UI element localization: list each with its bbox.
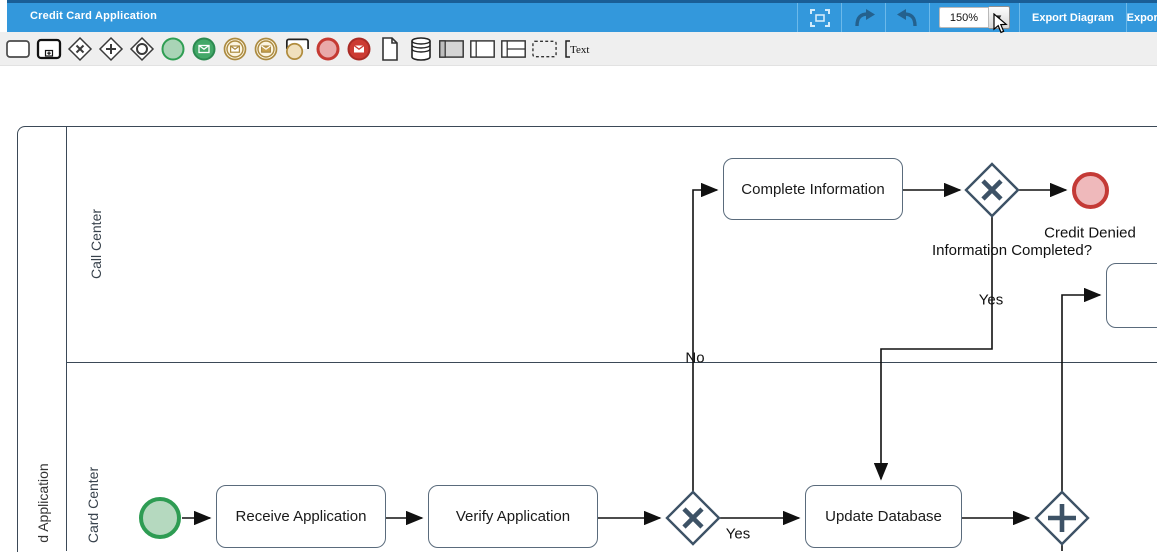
pool-border[interactable] <box>17 126 1157 552</box>
task-icon <box>5 39 30 58</box>
task-label: Receive Application <box>235 508 367 525</box>
redo-icon <box>854 8 875 26</box>
data-store-icon <box>410 36 431 61</box>
parallel-gateway[interactable] <box>1034 490 1090 546</box>
separator <box>1125 3 1127 32</box>
palette-data-store[interactable] <box>407 35 434 63</box>
export-file-button[interactable]: Export F <box>1127 3 1157 32</box>
subprocess-icon <box>36 38 61 59</box>
lane-divider <box>66 362 1157 363</box>
palette-message-catch-event[interactable] <box>221 35 248 63</box>
task-verify-application[interactable]: Verify Application <box>428 485 598 548</box>
pool-icon <box>470 39 495 58</box>
palette-inclusive-gateway[interactable] <box>128 35 155 63</box>
start-event-icon <box>161 37 184 60</box>
group-icon <box>532 40 557 57</box>
palette-text-annotation[interactable]: Text <box>562 35 596 63</box>
text-annotation-label: Text <box>570 44 589 56</box>
palette-pool-lanes[interactable] <box>500 35 527 63</box>
palette-pool-filled[interactable] <box>438 35 465 63</box>
separator <box>797 3 798 32</box>
message-start-event-icon <box>192 37 215 60</box>
pool-lanes-icon <box>501 39 526 58</box>
text-annotation-icon: Text <box>565 39 589 58</box>
pool-name-band-divider <box>66 126 67 551</box>
start-event[interactable] <box>139 497 181 539</box>
flow-label-no: No <box>685 349 705 367</box>
pool-filled-icon <box>439 39 464 58</box>
palette-group[interactable] <box>531 35 558 63</box>
message-catch-event-icon <box>223 37 246 60</box>
palette-message-end-event[interactable] <box>345 35 372 63</box>
zoom-input[interactable]: 150% <box>939 7 989 28</box>
fit-to-screen-icon <box>809 8 830 27</box>
message-end-event-icon <box>347 37 370 60</box>
palette-data-object[interactable] <box>376 35 403 63</box>
shape-palette: Text <box>0 32 1157 66</box>
data-object-icon <box>381 36 398 61</box>
diagram-canvas[interactable]: d Application Call Center Card Center <box>0 66 1157 552</box>
gateway-question-label: Information Completed? <box>932 242 1093 259</box>
task-update-database[interactable]: Update Database <box>805 485 962 548</box>
separator <box>1019 3 1020 32</box>
exclusive-gateway-information[interactable] <box>964 162 1020 218</box>
palette-parallel-gateway[interactable] <box>97 35 124 63</box>
inclusive-gateway-icon <box>129 36 154 61</box>
palette-start-event[interactable] <box>159 35 186 63</box>
title-bar: Credit Card Application <box>7 0 1157 32</box>
palette-subprocess[interactable] <box>35 35 62 63</box>
end-event-label: Credit Denied <box>1044 224 1136 242</box>
boundary-event-icon <box>285 37 309 60</box>
flow-label-yes-top: Yes <box>978 291 1004 309</box>
separator <box>929 3 930 32</box>
export-diagram-button[interactable]: Export Diagram <box>1020 3 1126 32</box>
message-throw-event-icon <box>254 37 277 60</box>
redo-button[interactable] <box>842 3 885 32</box>
pool-name-label[interactable]: d Application <box>35 463 51 543</box>
lane-label-card-center[interactable]: Card Center <box>85 466 101 544</box>
exclusive-gateway-verify[interactable] <box>665 490 721 546</box>
separator <box>885 3 886 32</box>
palette-message-throw-event[interactable] <box>252 35 279 63</box>
diagram-title: Credit Card Application <box>30 10 158 22</box>
task-partial-offscreen[interactable] <box>1106 263 1157 328</box>
undo-button[interactable] <box>886 3 929 32</box>
parallel-gateway-icon <box>98 36 123 61</box>
task-complete-information[interactable]: Complete Information <box>723 158 903 220</box>
palette-exclusive-gateway[interactable] <box>66 35 93 63</box>
palette-boundary-event[interactable] <box>283 35 310 63</box>
separator <box>841 3 842 32</box>
task-label: Complete Information <box>741 180 885 198</box>
export-file-label: Export F <box>1126 11 1157 24</box>
palette-message-start-event[interactable] <box>190 35 217 63</box>
exclusive-gateway-icon <box>67 36 92 61</box>
palette-end-event[interactable] <box>314 35 341 63</box>
end-event-icon <box>316 37 339 60</box>
mouse-cursor <box>993 13 1008 34</box>
undo-icon <box>896 8 917 26</box>
flow-label-yes-bottom: Yes <box>725 525 751 543</box>
title-bar-controls: 150% ▼ Export Diagram Export F <box>797 3 1157 32</box>
task-label: Verify Application <box>455 508 571 525</box>
end-event-credit-denied[interactable] <box>1072 172 1109 209</box>
task-receive-application[interactable]: Receive Application <box>216 485 386 548</box>
palette-task[interactable] <box>4 35 31 63</box>
export-diagram-label: Export Diagram <box>1032 11 1114 24</box>
lane-label-call-center[interactable]: Call Center <box>88 208 104 280</box>
task-label: Update Database <box>825 508 942 525</box>
palette-pool[interactable] <box>469 35 496 63</box>
fit-to-screen-button[interactable] <box>798 3 841 32</box>
